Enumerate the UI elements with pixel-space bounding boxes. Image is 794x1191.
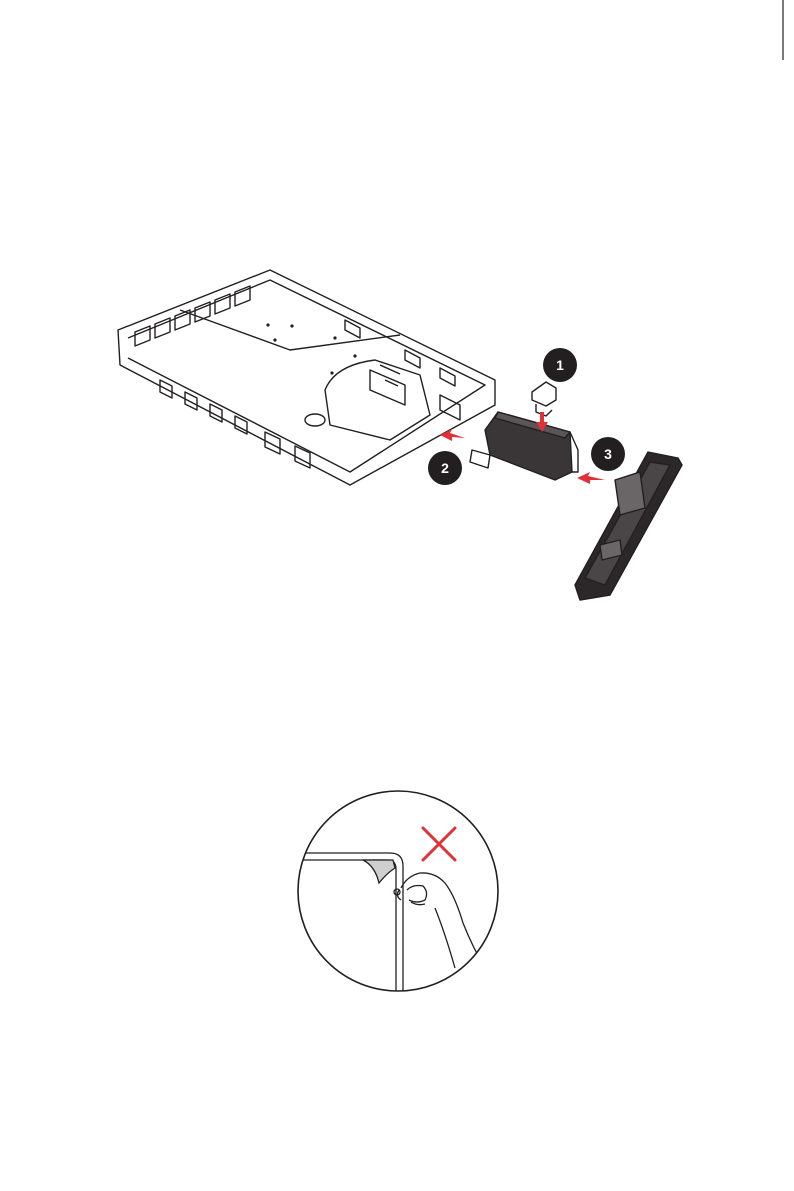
- step-number-3: 3: [604, 446, 612, 462]
- step-callout-2: 2: [428, 451, 462, 485]
- step-number-2: 2: [441, 460, 449, 476]
- cover-piece-icon: [532, 382, 556, 416]
- step-callout-1: 1: [543, 348, 577, 382]
- peel-warning-illustration: [295, 788, 501, 994]
- stand-arm-icon: [470, 412, 578, 480]
- step-number-1: 1: [556, 357, 564, 373]
- stand-base-icon: [575, 452, 682, 600]
- stand-assembly-illustration: 1 2 3: [100, 240, 700, 620]
- step-callout-3: 3: [591, 437, 625, 471]
